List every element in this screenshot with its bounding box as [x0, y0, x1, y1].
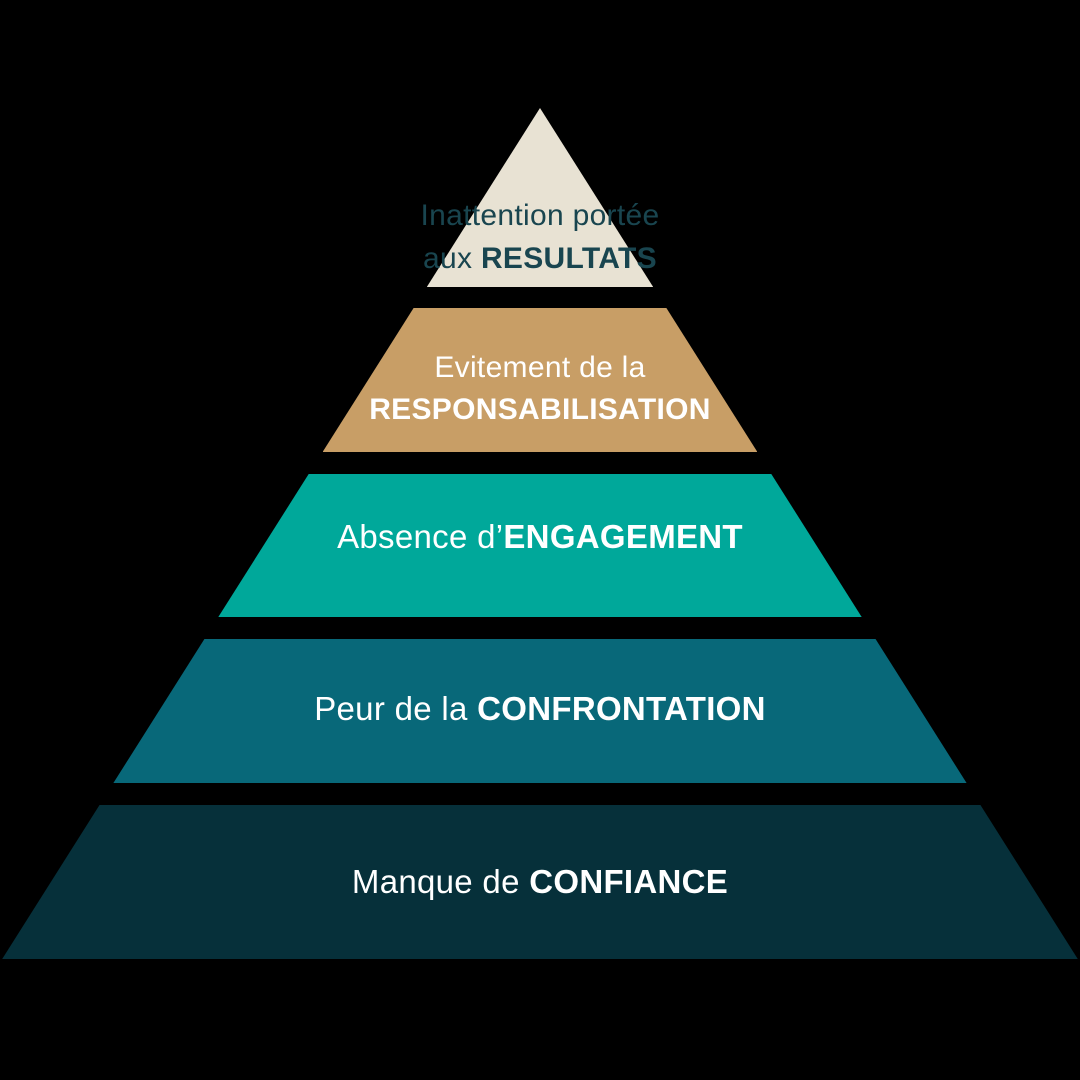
label-text-regular: Evitement de la: [434, 351, 646, 384]
label-text-bold: CONFIANCE: [529, 863, 729, 900]
level-label-peur-confrontation: Peur de la CONFRONTATION: [0, 687, 1080, 731]
pyramid-level-peur-confrontation: [113, 639, 967, 783]
label-text-regular: Manque de: [351, 863, 530, 900]
label-text-bold: ENGAGEMENT: [503, 518, 743, 555]
level-label-absence-engagement: Absence d’ENGAGEMENT: [0, 515, 1080, 559]
level-label-evitement-responsabilisation: Evitement de la RESPONSABILISATION: [0, 347, 1080, 431]
label-line: Inattention portée: [0, 194, 1080, 237]
label-text-regular: aux: [423, 242, 481, 275]
level-label-manque-confiance: Manque de CONFIANCE: [0, 860, 1080, 904]
label-line: aux RESULTATS: [0, 237, 1080, 280]
label-text-regular: Inattention portée: [420, 199, 660, 232]
pyramid-level-manque-confiance: [2, 805, 1078, 959]
label-line: RESPONSABILISATION: [0, 389, 1080, 431]
label-text-bold: CONFRONTATION: [477, 690, 766, 727]
label-text-bold: RESULTATS: [480, 242, 657, 275]
label-text-regular: Peur de la: [314, 690, 478, 727]
label-text-regular: Absence d’: [337, 518, 504, 555]
level-label-inattention-resultats: Inattention portée aux RESULTATS: [0, 194, 1080, 280]
pyramid-level-absence-engagement: [218, 474, 862, 617]
label-line: Evitement de la: [0, 347, 1080, 389]
label-text-bold: RESPONSABILISATION: [369, 393, 711, 426]
